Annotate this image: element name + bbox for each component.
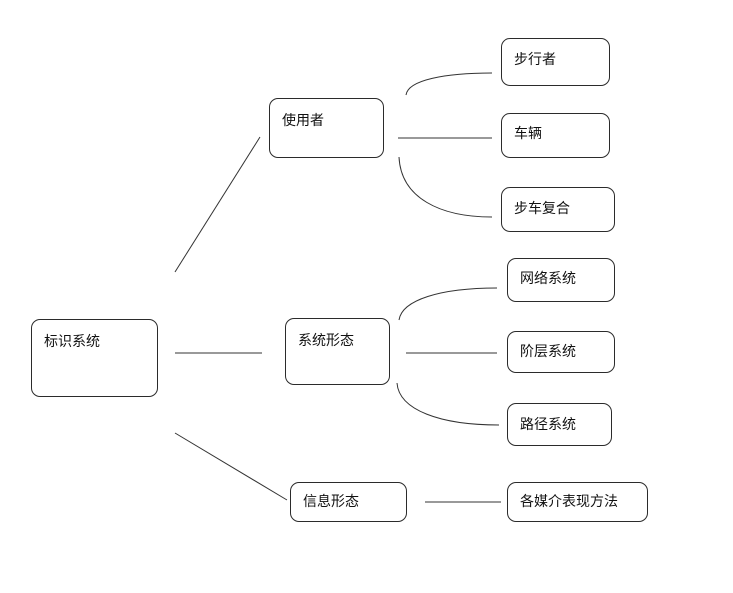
connector-root-to-info — [174, 432, 288, 501]
node-leaf-vehicle[interactable]: 车辆 — [501, 113, 610, 158]
node-leaf-vehicle-label: 车辆 — [514, 126, 542, 142]
node-leaf-pedestrian[interactable]: 步行者 — [501, 38, 610, 86]
node-root-label: 标识系统 — [44, 334, 100, 350]
node-branch-user[interactable]: 使用者 — [269, 98, 384, 158]
node-branch-system-form-label: 系统形态 — [298, 333, 354, 349]
node-leaf-mixed[interactable]: 步车复合 — [501, 187, 615, 232]
node-leaf-media-methods[interactable]: 各媒介表现方法 — [507, 482, 648, 522]
connector-user-to-mix — [398, 156, 493, 218]
node-leaf-hierarchy-system-label: 阶层系统 — [520, 344, 576, 360]
connector-system-to-path — [396, 382, 500, 426]
node-leaf-network-system-label: 网络系统 — [520, 271, 576, 287]
connector-system-to-net — [398, 287, 498, 321]
node-root[interactable]: 标识系统 — [31, 319, 158, 397]
node-branch-info-form[interactable]: 信息形态 — [290, 482, 407, 522]
node-leaf-path-system[interactable]: 路径系统 — [507, 403, 612, 446]
node-leaf-network-system[interactable]: 网络系统 — [507, 258, 615, 302]
node-branch-system-form[interactable]: 系统形态 — [285, 318, 390, 385]
node-leaf-hierarchy-system[interactable]: 阶层系统 — [507, 331, 615, 373]
node-leaf-mixed-label: 步车复合 — [514, 201, 570, 217]
node-leaf-media-methods-label: 各媒介表现方法 — [520, 494, 618, 510]
node-branch-info-form-label: 信息形态 — [303, 494, 359, 510]
node-leaf-path-system-label: 路径系统 — [520, 417, 576, 433]
node-leaf-pedestrian-label: 步行者 — [514, 52, 556, 68]
connector-root-to-user — [174, 136, 261, 273]
node-branch-user-label: 使用者 — [282, 113, 324, 129]
connector-user-to-walk — [405, 72, 493, 96]
